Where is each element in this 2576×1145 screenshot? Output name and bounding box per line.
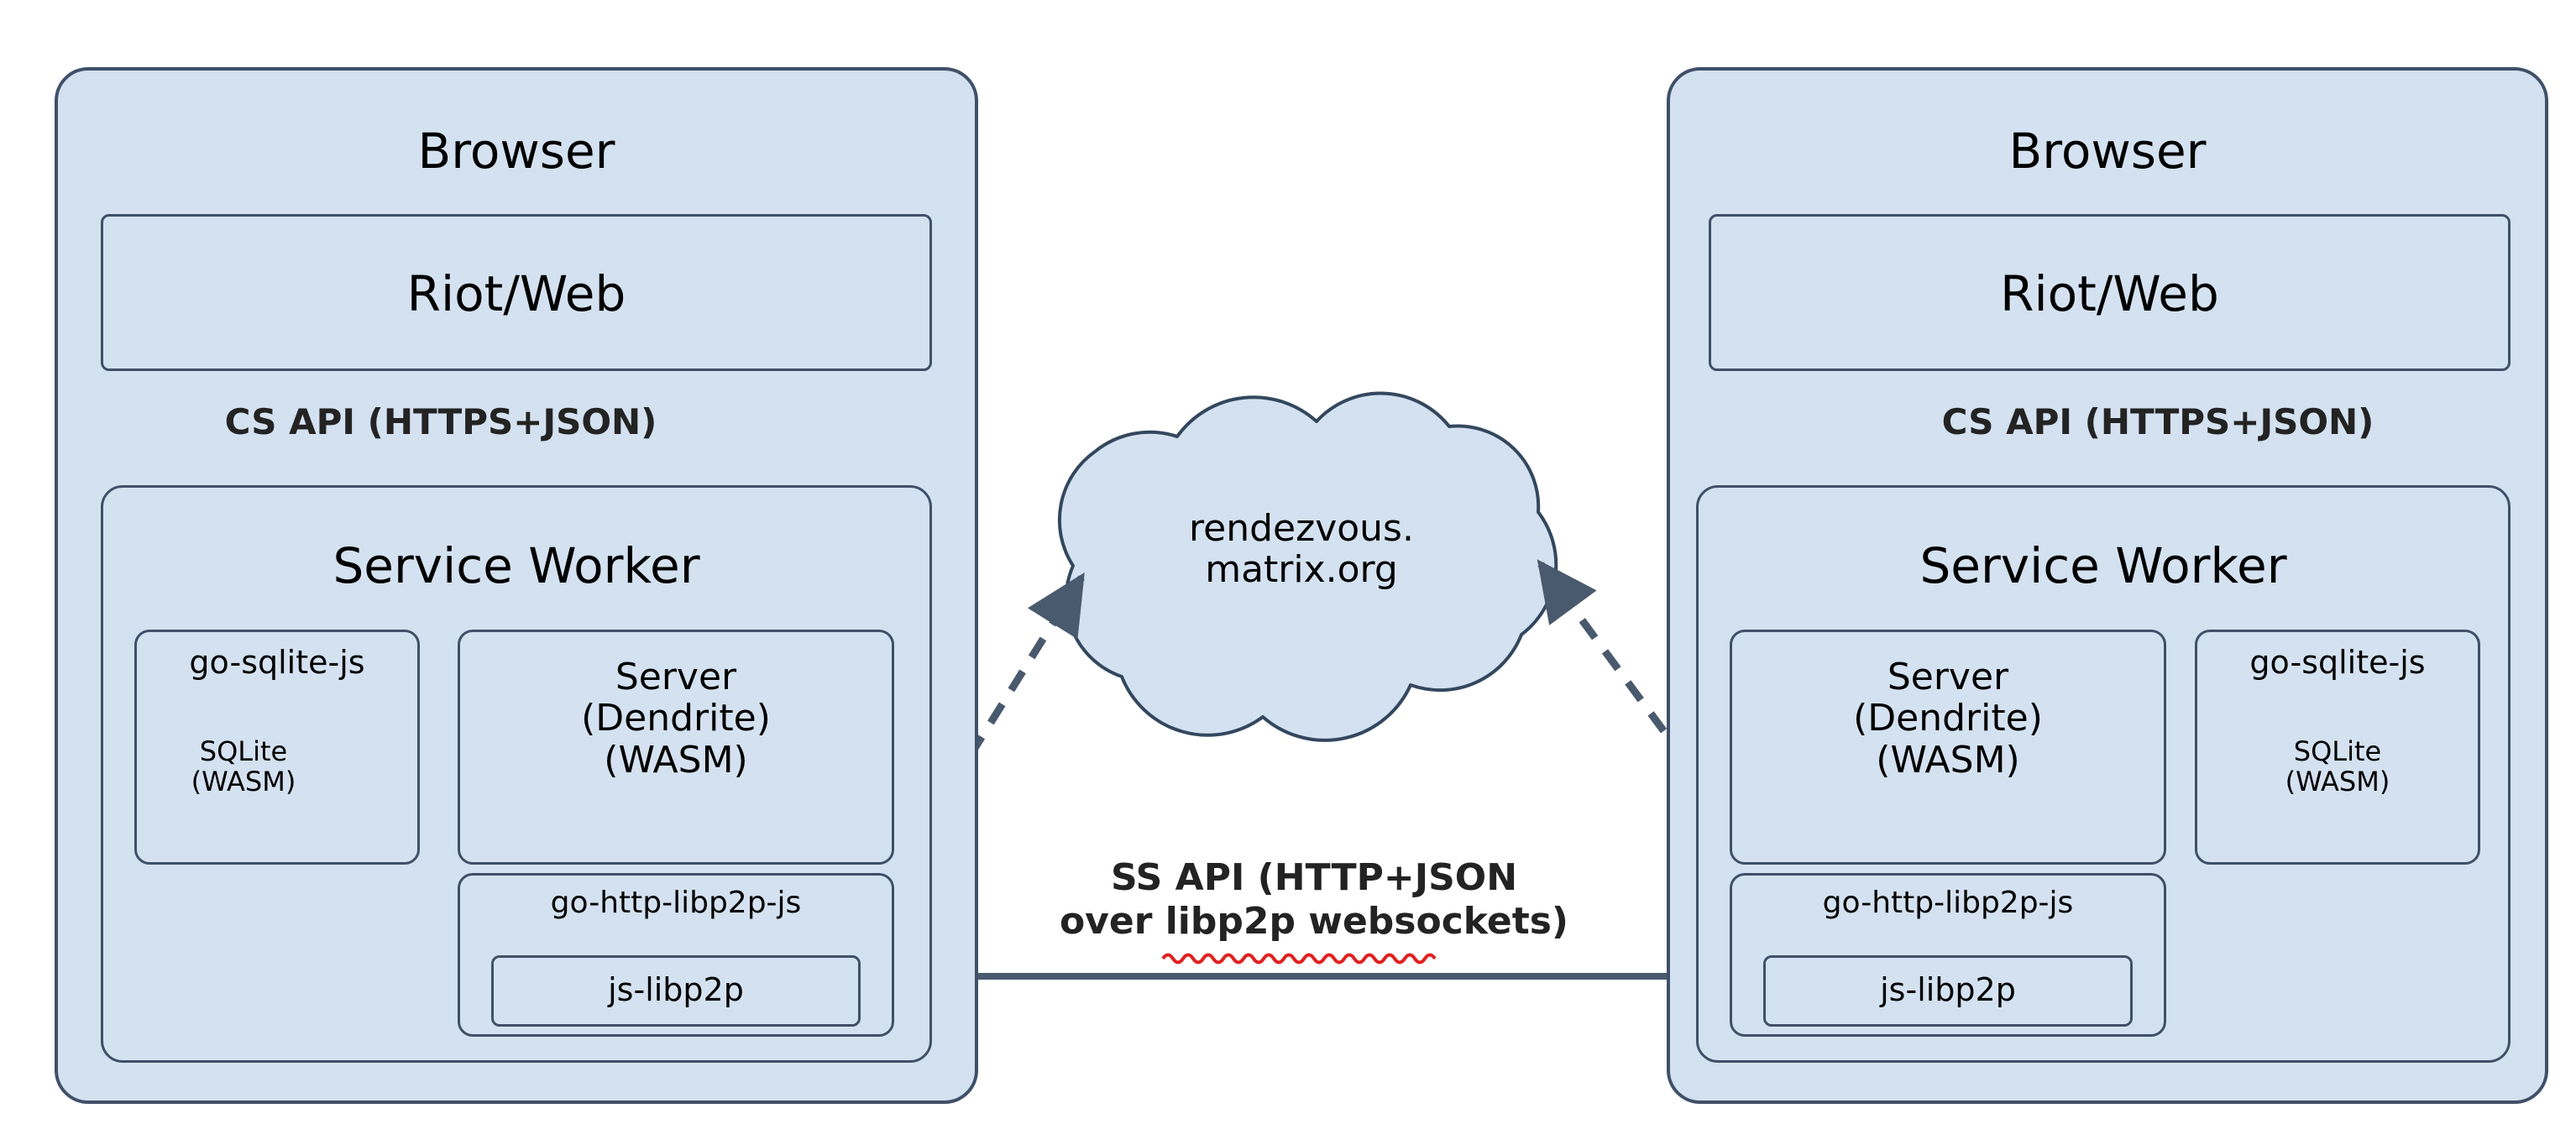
right-server-dendrite-label: Server (Dendrite) (WASM): [1853, 656, 2043, 782]
right-go-sqlite-js-label: go-sqlite-js: [2249, 644, 2426, 681]
left-riot-web-box[interactable]: [101, 214, 932, 371]
right-server-dendrite-box[interactable]: [1730, 630, 2166, 865]
right-go-http-libp2p-js-label: go-http-libp2p-js: [1822, 886, 2074, 920]
left-js-libp2p-box[interactable]: [491, 955, 861, 1027]
right-js-libp2p-box[interactable]: [1763, 955, 2133, 1027]
ss-api-label: SS API (HTTP+JSON over libp2p websockets…: [1059, 856, 1569, 943]
right-browser-title: Browser: [2008, 123, 2207, 180]
right-cs-api-label: CS API (HTTPS+JSON): [1941, 401, 2374, 442]
right-service-worker-title: Service Worker: [1919, 537, 2287, 594]
left-cs-api-label: CS API (HTTPS+JSON): [224, 401, 657, 442]
left-go-sqlite-js-box[interactable]: [134, 630, 420, 865]
left-server-dendrite-label: Server (Dendrite) (WASM): [581, 656, 771, 782]
left-server-dendrite-box[interactable]: [458, 630, 894, 865]
right-riot-web-label: Riot/Web: [2000, 265, 2219, 322]
right-rendezvous-dashed-arrow: [1537, 559, 1784, 894]
left-service-worker-title: Service Worker: [332, 537, 700, 594]
right-js-libp2p-label: js-libp2p: [1880, 971, 2016, 1008]
right-sqlite-db-label: SQLite (WASM): [2285, 735, 2390, 797]
spellcheck-squiggle-icon: [1161, 953, 1437, 965]
right-riot-web-box[interactable]: [1709, 214, 2511, 371]
left-browser-title: Browser: [417, 123, 615, 180]
left-riot-web-label: Riot/Web: [406, 265, 626, 322]
rendezvous-cloud-label: rendezvous. matrix.org: [1189, 507, 1414, 592]
left-js-libp2p-label: js-libp2p: [608, 971, 744, 1008]
left-go-sqlite-js-label: go-sqlite-js: [189, 644, 365, 681]
right-go-sqlite-js-box[interactable]: [2195, 630, 2480, 865]
rendezvous-cloud-shape: [1057, 391, 1558, 742]
left-sqlite-db-label: SQLite (WASM): [191, 735, 296, 797]
left-go-http-libp2p-js-label: go-http-libp2p-js: [550, 886, 802, 920]
